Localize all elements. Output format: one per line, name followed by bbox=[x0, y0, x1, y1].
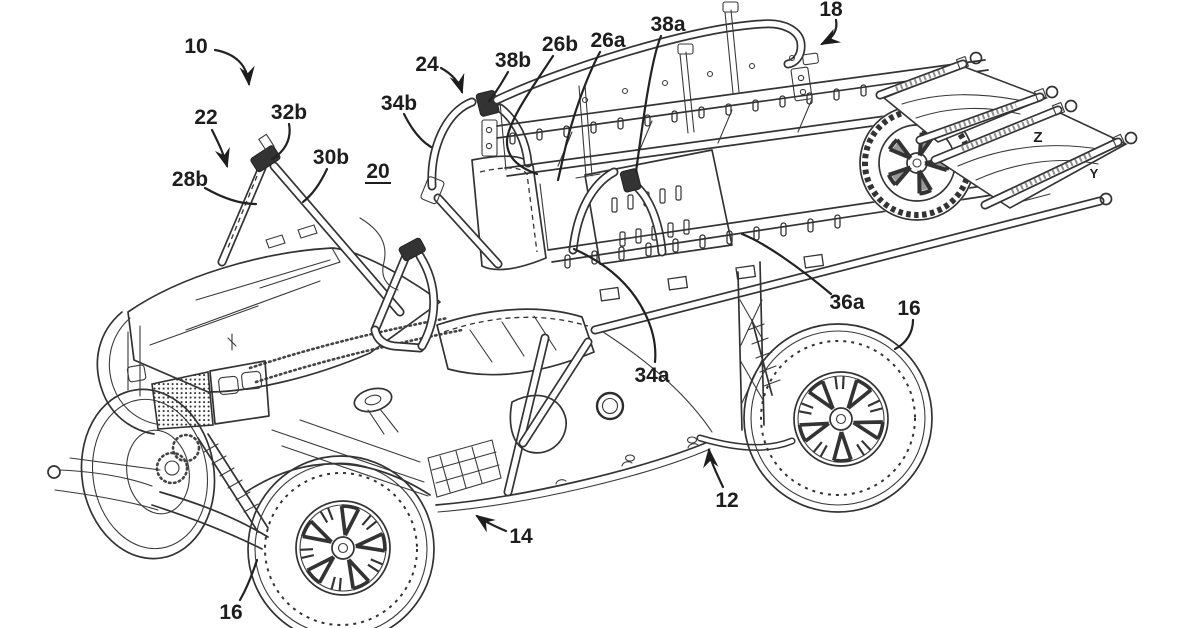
leader-12 bbox=[703, 447, 725, 489]
ref-label-16-front: 16 bbox=[219, 601, 242, 624]
steering-wheel bbox=[353, 387, 399, 435]
ref-label-14: 14 bbox=[509, 525, 533, 548]
leader-16-rear bbox=[893, 318, 915, 351]
ref-label-26b: 26b bbox=[542, 33, 578, 56]
ref-label-36a: 36a bbox=[829, 291, 864, 314]
front-suspension bbox=[151, 433, 269, 550]
leader-28b bbox=[203, 186, 258, 206]
reference-labels: 10 22 32b 30b 28b 20 24 34b 38b 26b 26a … bbox=[172, 0, 1099, 624]
ref-label-22: 22 bbox=[194, 106, 217, 129]
ref-label-38a: 38a bbox=[650, 13, 685, 36]
leader-32b bbox=[270, 122, 291, 161]
leader-18 bbox=[820, 18, 842, 46]
ref-label-34a: 34a bbox=[634, 364, 669, 387]
roll-bar-front-b bbox=[217, 133, 405, 317]
ref-label-34b: 34b bbox=[381, 92, 417, 115]
fabric-mark-z: Z bbox=[1033, 129, 1042, 146]
grille bbox=[126, 360, 270, 430]
leader-14 bbox=[475, 514, 508, 533]
roll-bar-front-a bbox=[359, 217, 439, 353]
leader-10 bbox=[213, 48, 255, 87]
leader-16-front bbox=[238, 558, 259, 602]
chassis bbox=[271, 329, 713, 497]
leader-34a bbox=[572, 247, 657, 364]
headlight-housing bbox=[209, 360, 270, 425]
footwell-grid bbox=[427, 439, 502, 498]
ref-label-10: 10 bbox=[184, 35, 207, 58]
leader-22 bbox=[210, 128, 230, 169]
front-left-wheel bbox=[245, 455, 435, 628]
ref-label-32b: 32b bbox=[271, 101, 307, 124]
ref-label-12: 12 bbox=[715, 489, 738, 512]
stretcher-upper bbox=[875, 51, 1059, 145]
ref-label-28b: 28b bbox=[172, 168, 208, 191]
ref-label-38b: 38b bbox=[495, 49, 531, 72]
leader-38b bbox=[487, 70, 510, 103]
ref-label-24: 24 bbox=[415, 53, 439, 76]
ref-label-30b: 30b bbox=[313, 146, 349, 169]
leader-38a bbox=[634, 34, 663, 174]
front-fender bbox=[245, 462, 431, 496]
ref-label-20: 20 bbox=[366, 160, 389, 183]
stretcher-lower bbox=[930, 99, 1138, 210]
side-structure bbox=[427, 333, 711, 513]
leader-26b bbox=[505, 54, 555, 176]
leader-lines bbox=[203, 18, 915, 602]
vehicle-art bbox=[47, 1, 1138, 628]
ref-label-26a: 26a bbox=[590, 29, 625, 52]
leader-26a bbox=[556, 50, 602, 182]
rear-right-wheel bbox=[743, 323, 933, 513]
leader-36a bbox=[740, 232, 833, 296]
fabric-mark-y: Y bbox=[1090, 166, 1099, 181]
rear-suspension bbox=[696, 261, 796, 451]
leader-30b bbox=[301, 167, 329, 204]
leader-34b bbox=[402, 112, 433, 149]
leader-24 bbox=[439, 66, 465, 95]
ref-label-18: 18 bbox=[819, 0, 843, 21]
ref-label-16-rear: 16 bbox=[897, 297, 920, 320]
roll-bar-rear-b bbox=[420, 90, 533, 269]
front-bumper bbox=[96, 311, 157, 435]
